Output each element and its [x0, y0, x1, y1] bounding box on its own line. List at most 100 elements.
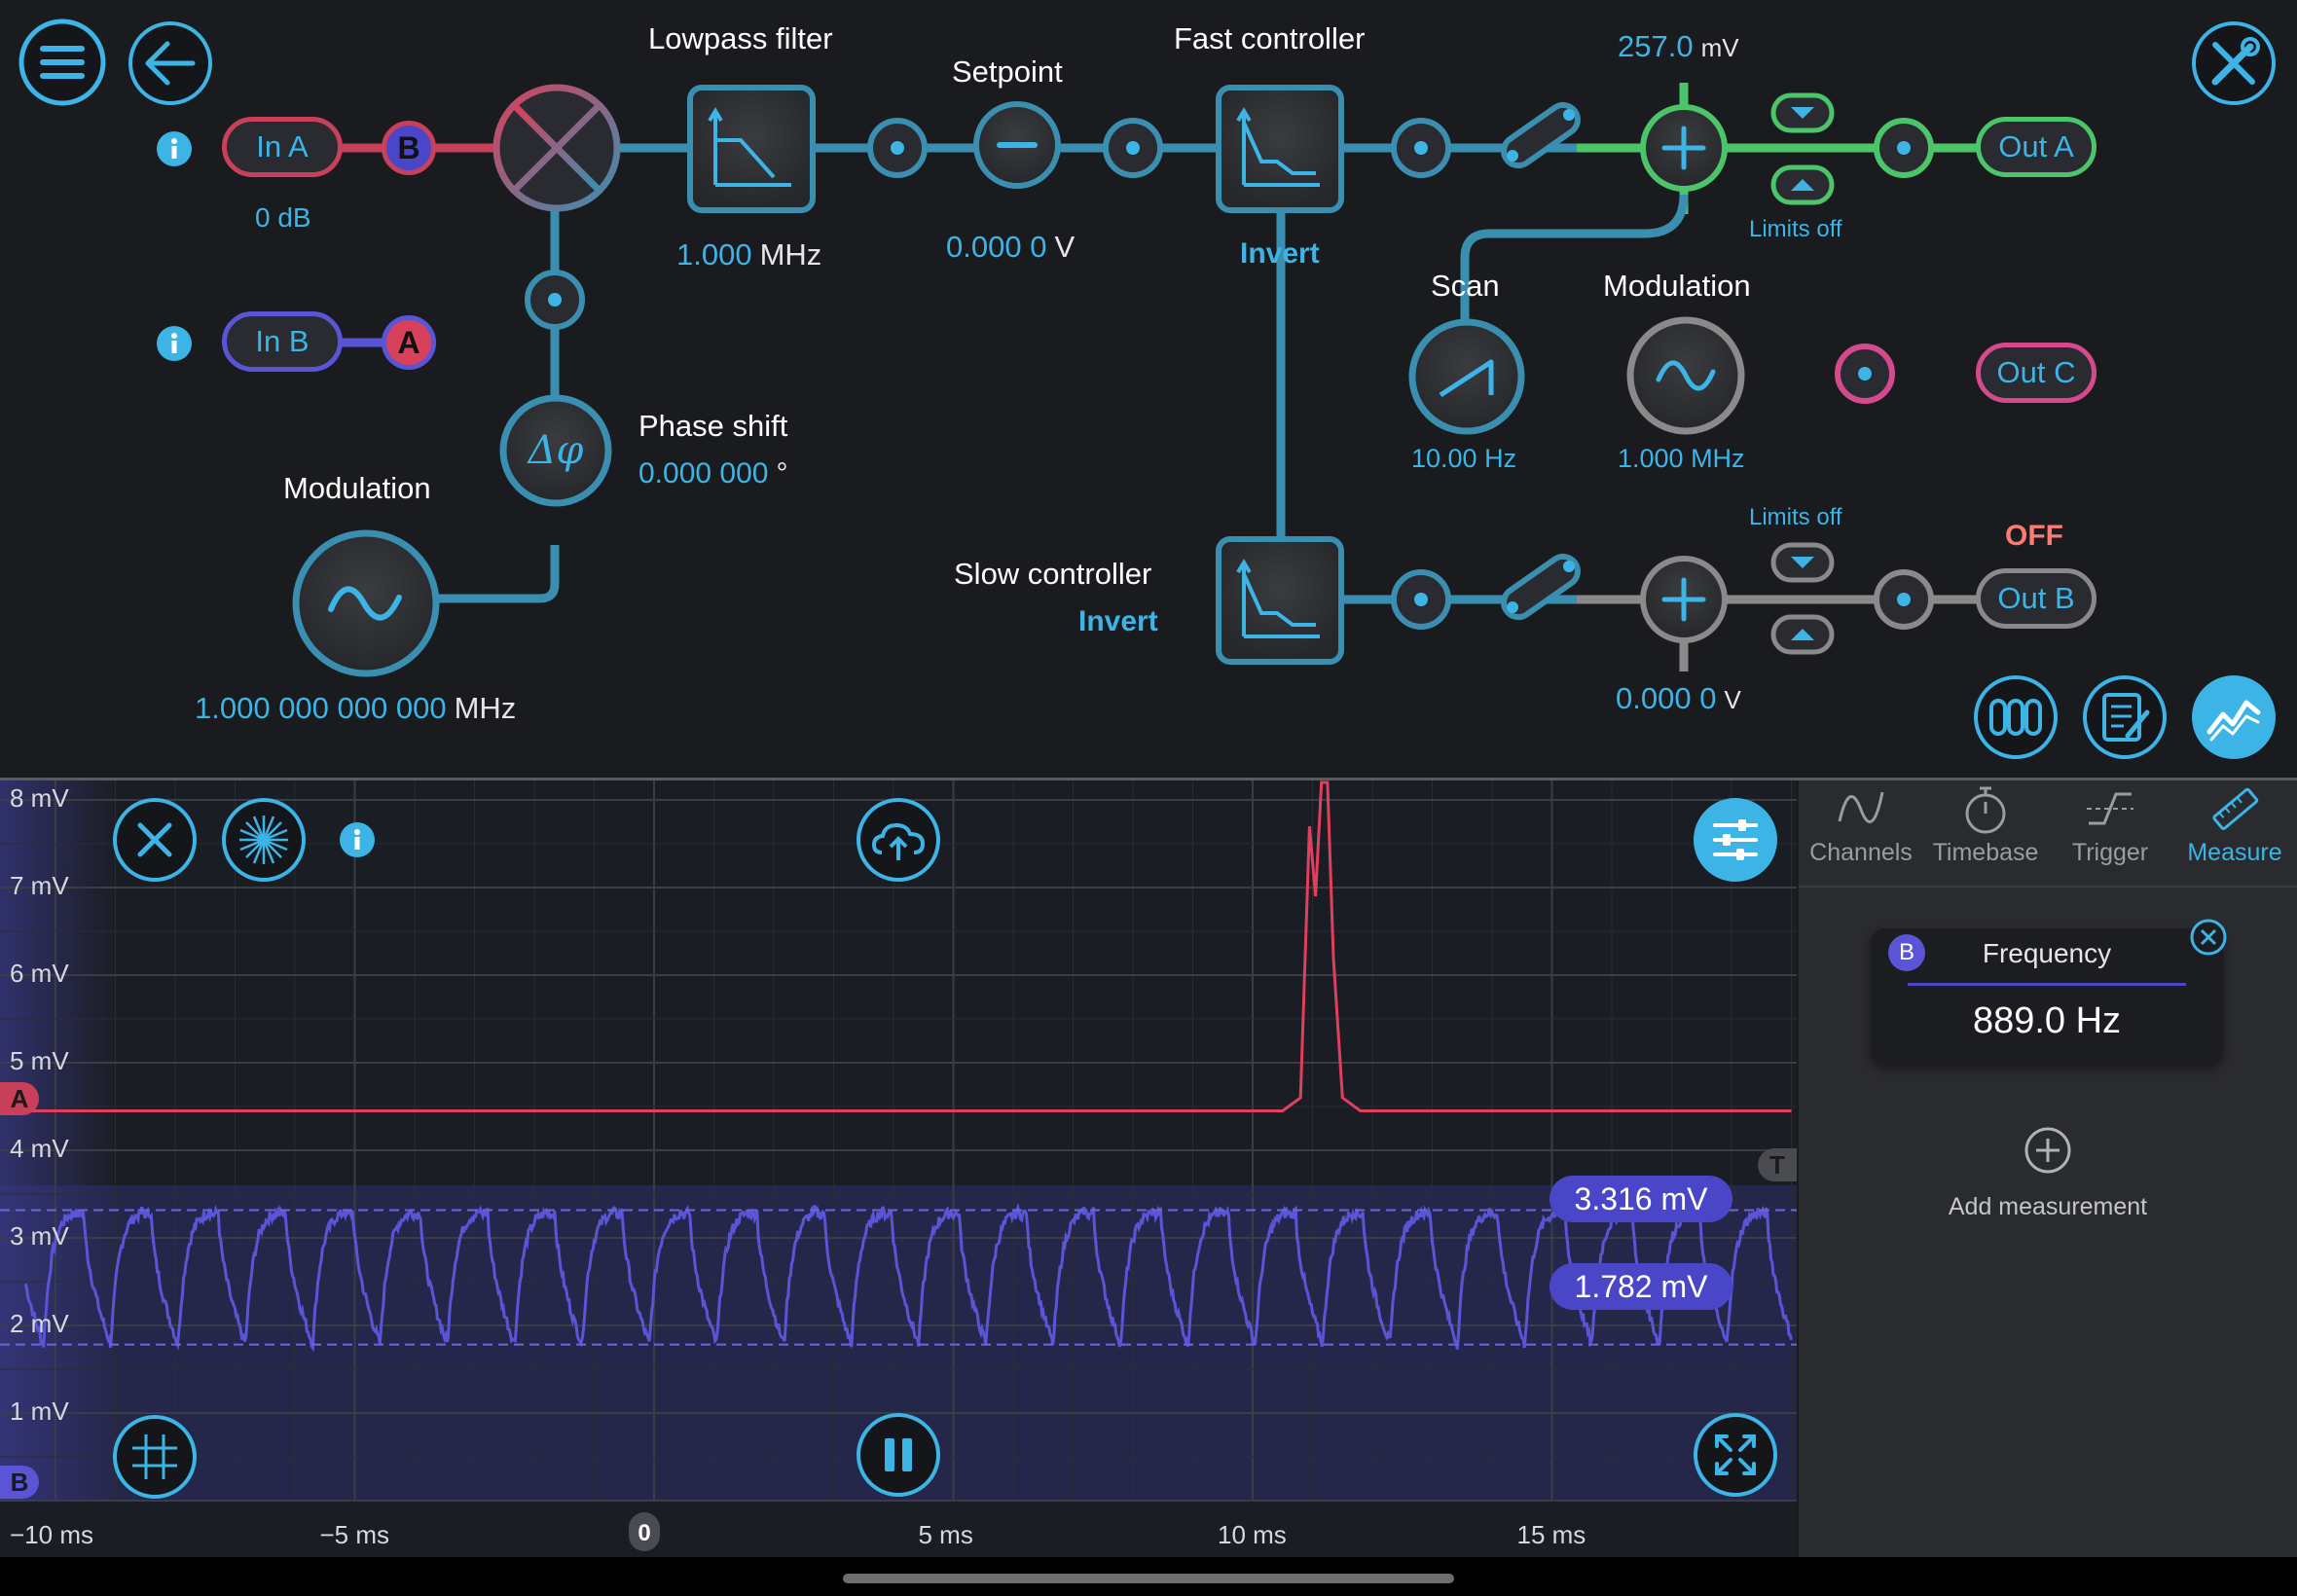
grid-select-icon[interactable] [111, 1411, 208, 1503]
trace-channel-b [23, 1202, 1793, 1353]
modulation-out-value[interactable]: 1.000 MHz [1618, 444, 1745, 473]
pause-icon[interactable] [855, 1411, 942, 1499]
pid-controller-icon[interactable] [1215, 84, 1345, 214]
cursor-low-label[interactable]: 1.782 mV [1550, 1263, 1732, 1310]
in-b-route-badge[interactable]: A [382, 315, 436, 370]
out-c-button[interactable]: Out C [1976, 343, 2096, 403]
add-circle-icon[interactable] [2023, 1125, 2073, 1176]
out-a-offset-number: 257.0 [1618, 29, 1694, 63]
zero-time-label: 0 [638, 1520, 651, 1546]
setpoint-title: Setpoint [952, 54, 1063, 89]
phase-shift-value[interactable]: 0.000 000° [638, 457, 787, 490]
channel-a-marker[interactable]: A [0, 1082, 39, 1115]
x-tick-label: 15 ms [1516, 1520, 1586, 1549]
sine-wave-icon[interactable] [1625, 315, 1746, 436]
sawtooth-scan-icon[interactable] [1407, 317, 1526, 436]
close-icon[interactable] [111, 796, 199, 884]
channel-a-letter: A [10, 1084, 29, 1113]
limit-down-chevron-icon[interactable] [1769, 91, 1836, 134]
lowpass-filter-icon[interactable] [686, 84, 817, 214]
out-b-offset-unit: V [1724, 685, 1741, 714]
measurement-card[interactable]: B Frequency 889.0 Hz [1871, 928, 2223, 1065]
in-a-gain[interactable]: 0 dB [255, 202, 311, 233]
tab-measure[interactable]: Measure [2172, 780, 2297, 888]
node-junction[interactable] [1873, 117, 1935, 179]
out-a-button[interactable]: Out A [1976, 117, 2096, 177]
tab-trigger-label: Trigger [2071, 839, 2149, 866]
settings-sliders-icon[interactable] [1692, 796, 1779, 884]
trigger-marker[interactable]: T [1758, 1148, 1797, 1181]
channel-b-marker[interactable]: B [0, 1466, 39, 1499]
scope-view-icon[interactable] [2190, 673, 2278, 761]
slow-controller-invert[interactable]: Invert [1078, 605, 1158, 637]
out-b-button[interactable]: Out B [1976, 568, 2096, 629]
zero-time-marker[interactable]: 0 [629, 1512, 660, 1551]
tab-timebase[interactable]: Timebase [1923, 780, 2048, 888]
notes-edit-icon[interactable] [2081, 673, 2169, 761]
switch-toggle-slow[interactable] [1489, 543, 1590, 631]
phase-shift-icon[interactable]: Δφ [498, 393, 613, 508]
tools-icon[interactable] [2190, 19, 2278, 107]
tab-channels[interactable]: Channels [1799, 780, 1923, 888]
node-junction[interactable] [1390, 117, 1452, 179]
mixer-multiply-icon[interactable] [491, 82, 623, 214]
modulation-in-title: Modulation [283, 471, 431, 505]
y-tick-label: 6 mV [10, 959, 69, 988]
add-measurement-label[interactable]: Add measurement [1948, 1193, 2148, 1220]
in-b-button[interactable]: In B [222, 311, 343, 372]
home-indicator[interactable] [843, 1574, 1454, 1583]
fullscreen-icon[interactable] [1692, 1411, 1779, 1499]
in-a-route-badge[interactable]: B [382, 121, 436, 175]
lowpass-number: 1.000 [676, 237, 752, 272]
setpoint-unit: V [1054, 230, 1076, 264]
stopwatch-icon [1965, 786, 2006, 834]
fast-controller-invert[interactable]: Invert [1240, 237, 1320, 270]
tab-trigger[interactable]: Trigger [2048, 780, 2172, 888]
measurement-name[interactable]: Frequency [1982, 938, 2112, 968]
cloud-upload-icon[interactable] [855, 796, 942, 884]
sine-wave-icon[interactable] [290, 527, 442, 679]
limit-up-chevron-icon[interactable] [1769, 163, 1836, 206]
node-junction[interactable] [1834, 343, 1896, 405]
minus-icon[interactable] [972, 100, 1062, 190]
node-junction[interactable] [524, 269, 586, 331]
node-junction[interactable] [866, 117, 929, 179]
out-a-label: Out A [1998, 129, 2074, 163]
limit-up-chevron-icon[interactable] [1769, 613, 1836, 656]
remove-measurement-close-icon[interactable] [2188, 917, 2229, 958]
y-tick-label: 3 mV [10, 1221, 69, 1251]
traces [23, 780, 1793, 1353]
pid-controller-icon[interactable] [1215, 535, 1345, 666]
node-junction[interactable] [1102, 117, 1164, 179]
node-junction[interactable] [1873, 568, 1935, 631]
back-arrow-icon[interactable] [127, 19, 214, 107]
y-tick-label: 1 mV [10, 1396, 69, 1426]
out-a-limits[interactable]: Limits off [1749, 216, 1842, 242]
sum-plus-icon[interactable] [1639, 555, 1729, 644]
sum-plus-icon[interactable] [1639, 103, 1729, 193]
switch-toggle-fast[interactable] [1489, 91, 1590, 179]
info-icon-in-a[interactable] [156, 130, 193, 167]
info-icon-in-b[interactable] [156, 325, 193, 362]
svg-text:Δφ: Δφ [527, 428, 584, 473]
node-junction[interactable] [1390, 568, 1452, 631]
limit-down-chevron-icon[interactable] [1769, 541, 1836, 584]
out-b-limits[interactable]: Limits off [1749, 504, 1842, 530]
in-a-button[interactable]: In A [222, 117, 343, 177]
menu-icon[interactable] [18, 18, 107, 107]
modulation-out-title: Modulation [1603, 269, 1751, 303]
trigger-edge-icon [2087, 792, 2133, 825]
cursor-high-label[interactable]: 3.316 mV [1550, 1176, 1732, 1222]
scan-value[interactable]: 10.00 Hz [1411, 444, 1517, 473]
persistence-burst-icon[interactable] [220, 796, 308, 884]
info-icon-scope[interactable] [339, 821, 376, 858]
cursor-lines [0, 1209, 1797, 1346]
block-diagram: In A 0 dB B In B A Δφ Phase shift 0.000 … [0, 0, 2297, 779]
bars-view-icon[interactable] [1972, 673, 2060, 761]
